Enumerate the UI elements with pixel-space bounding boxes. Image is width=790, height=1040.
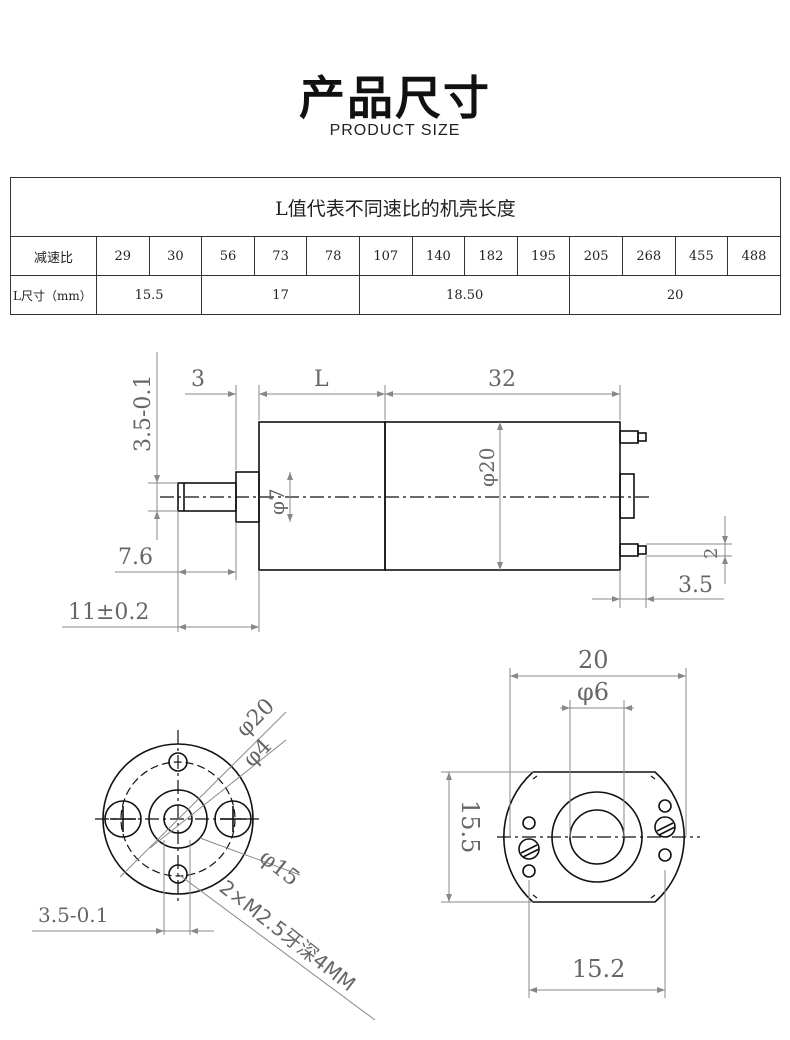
row-label-length: L尺寸（mm） xyxy=(10,275,97,315)
length-cell: 18.50 xyxy=(358,275,571,315)
rear-dim-labels: 20 φ6 15.5 15.2 xyxy=(456,646,625,983)
front-arrows xyxy=(156,928,198,934)
rear-dim-arrows xyxy=(446,673,686,993)
front-leaders xyxy=(32,711,376,1021)
ratio-cell: 30 xyxy=(148,236,203,276)
ratio-cell: 56 xyxy=(201,236,255,276)
rear-housing xyxy=(503,771,685,903)
length-cell: 17 xyxy=(201,275,360,315)
dim-label-rear-15-5: 15.5 xyxy=(456,800,484,853)
dim-label-3-5: 3.5 xyxy=(678,573,713,598)
dim-label-32: 32 xyxy=(488,367,516,392)
dim-label-2: 2 xyxy=(701,548,722,559)
dim-label-L: L xyxy=(314,367,329,392)
dim-label-rear-15-2: 15.2 xyxy=(572,955,625,983)
page-title: 产品尺寸 xyxy=(299,71,491,125)
dim-label-front-phi4: φ4 xyxy=(239,734,277,772)
rear-dim-lines xyxy=(441,668,687,998)
dim-label-3: 3 xyxy=(191,367,205,392)
ratio-cell: 73 xyxy=(253,236,308,276)
dim-label-front-phi20: φ20 xyxy=(232,694,280,742)
front-dim-labels: φ20 φ4 φ15 3.5-0.1 2×M2.5牙深4MM xyxy=(38,694,360,996)
length-cell: 15.5 xyxy=(95,275,203,315)
dim-label-rear-20: 20 xyxy=(578,646,609,674)
side-dim-labels: 3 L 32 3.5-0.1 φ7 φ20 7.6 11±0.2 2 3.5 xyxy=(68,367,722,625)
ratio-cell: 140 xyxy=(411,236,466,276)
rear-boss xyxy=(619,473,635,519)
dim-label-3-5-minus: 3.5-0.1 xyxy=(131,375,156,452)
front-center-lines xyxy=(95,730,262,905)
side-view xyxy=(177,421,647,571)
length-cell: 20 xyxy=(569,275,781,315)
side-dim-arrows xyxy=(154,391,728,630)
mount-hole-top xyxy=(168,752,188,772)
dim-label-7-6: 7.6 xyxy=(118,545,153,570)
dim-label-front-3-5-minus: 3.5-0.1 xyxy=(38,903,108,927)
ratio-cell: 195 xyxy=(516,236,571,276)
thread-note: 2×M2.5牙深4MM xyxy=(215,875,360,996)
ratio-cell: 268 xyxy=(621,236,676,276)
dim-label-rear-phi6: φ6 xyxy=(577,678,609,706)
row-label-ratio: 减速比 xyxy=(10,236,97,276)
dim-label-front-phi15: φ15 xyxy=(254,845,304,891)
ratio-cell: 488 xyxy=(727,236,781,276)
page-subtitle: PRODUCT SIZE xyxy=(329,122,461,139)
dim-label-phi7: φ7 xyxy=(265,488,289,515)
ratio-cell: 78 xyxy=(306,236,360,276)
motor-body xyxy=(384,421,621,571)
side-dim-lines xyxy=(62,352,732,632)
dim-label-phi20: φ20 xyxy=(475,448,499,487)
dim-label-11: 11±0.2 xyxy=(68,600,149,625)
